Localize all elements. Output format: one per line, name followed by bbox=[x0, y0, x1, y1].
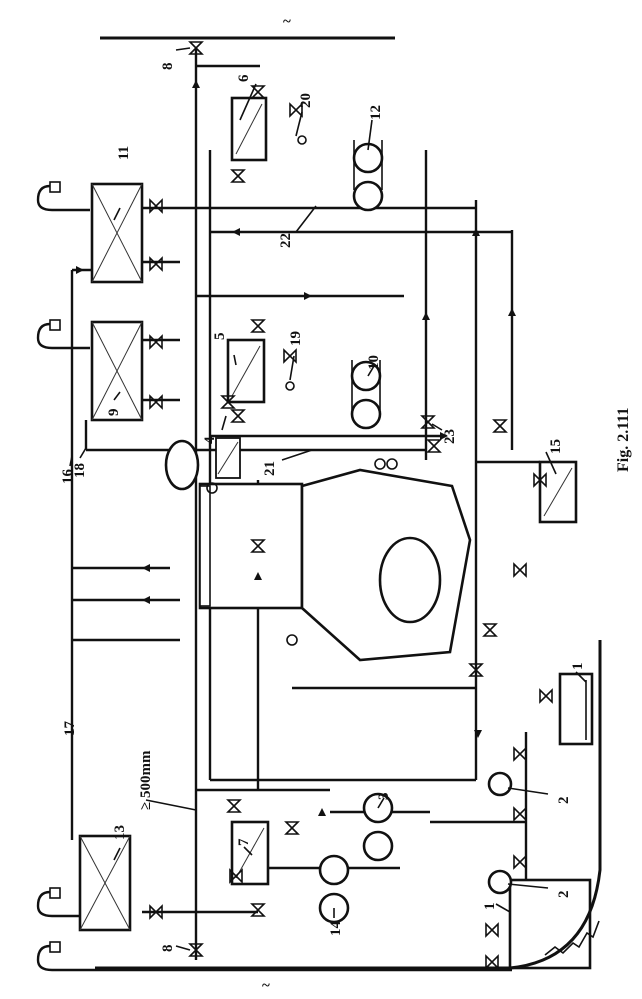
filters-2 bbox=[487, 771, 513, 895]
label-10: 10 bbox=[366, 355, 382, 370]
label-1-right: 1 bbox=[570, 663, 586, 671]
label-22: 22 bbox=[278, 233, 294, 248]
label-8-top: 8 bbox=[160, 63, 176, 71]
hull bbox=[95, 36, 602, 970]
label-3: 3 bbox=[376, 793, 392, 801]
tilde-top: ~ bbox=[283, 14, 291, 30]
leader-lines bbox=[69, 47, 587, 951]
vent-pipes bbox=[36, 181, 512, 972]
label-20: 20 bbox=[298, 93, 314, 108]
main-pipes bbox=[70, 48, 514, 960]
valves bbox=[149, 41, 553, 970]
label-19: 19 bbox=[288, 331, 304, 346]
label-2-top: 2 bbox=[556, 797, 572, 805]
label-1-left: 1 bbox=[482, 903, 498, 911]
tank-11 bbox=[90, 182, 144, 284]
label-13: 13 bbox=[112, 825, 128, 840]
label-9: 9 bbox=[106, 409, 122, 417]
label-5: 5 bbox=[212, 333, 228, 341]
label-23: 23 bbox=[442, 429, 458, 444]
label-2-bottom: 2 bbox=[556, 891, 572, 899]
label-14: 14 bbox=[328, 921, 344, 937]
label-17: 17 bbox=[62, 721, 78, 737]
labels: 11 9 13 6 5 7 4 20 19 12 10 22 21 23 18 … bbox=[60, 63, 632, 953]
label-11: 11 bbox=[116, 146, 132, 160]
tank-13 bbox=[78, 834, 132, 932]
heater-6 bbox=[230, 96, 268, 162]
dimension-note: ≥ 500mm bbox=[138, 750, 154, 810]
label-8-bottom: 8 bbox=[160, 945, 176, 953]
engine bbox=[164, 437, 472, 662]
heater-5 bbox=[226, 338, 266, 404]
label-21: 21 bbox=[262, 461, 278, 476]
label-16: 16 bbox=[60, 469, 76, 485]
flow-arrows bbox=[76, 80, 516, 816]
tank-1-left bbox=[508, 878, 592, 970]
label-12: 12 bbox=[368, 105, 384, 120]
label-6: 6 bbox=[236, 74, 252, 82]
pumps-12 bbox=[352, 140, 384, 212]
label-4: 4 bbox=[202, 436, 218, 444]
pumps-14 bbox=[318, 854, 350, 924]
tilde-bottom: ~ bbox=[262, 978, 270, 994]
heater-15 bbox=[538, 460, 578, 524]
label-15: 15 bbox=[548, 439, 564, 454]
pumps-3 bbox=[362, 792, 394, 862]
tank-1-right bbox=[558, 672, 594, 746]
label-7: 7 bbox=[236, 838, 252, 846]
figure-caption: Fig. 2.111 bbox=[615, 408, 632, 472]
gauges bbox=[206, 135, 398, 646]
tank-9 bbox=[90, 320, 144, 422]
label-18: 18 bbox=[72, 463, 88, 478]
